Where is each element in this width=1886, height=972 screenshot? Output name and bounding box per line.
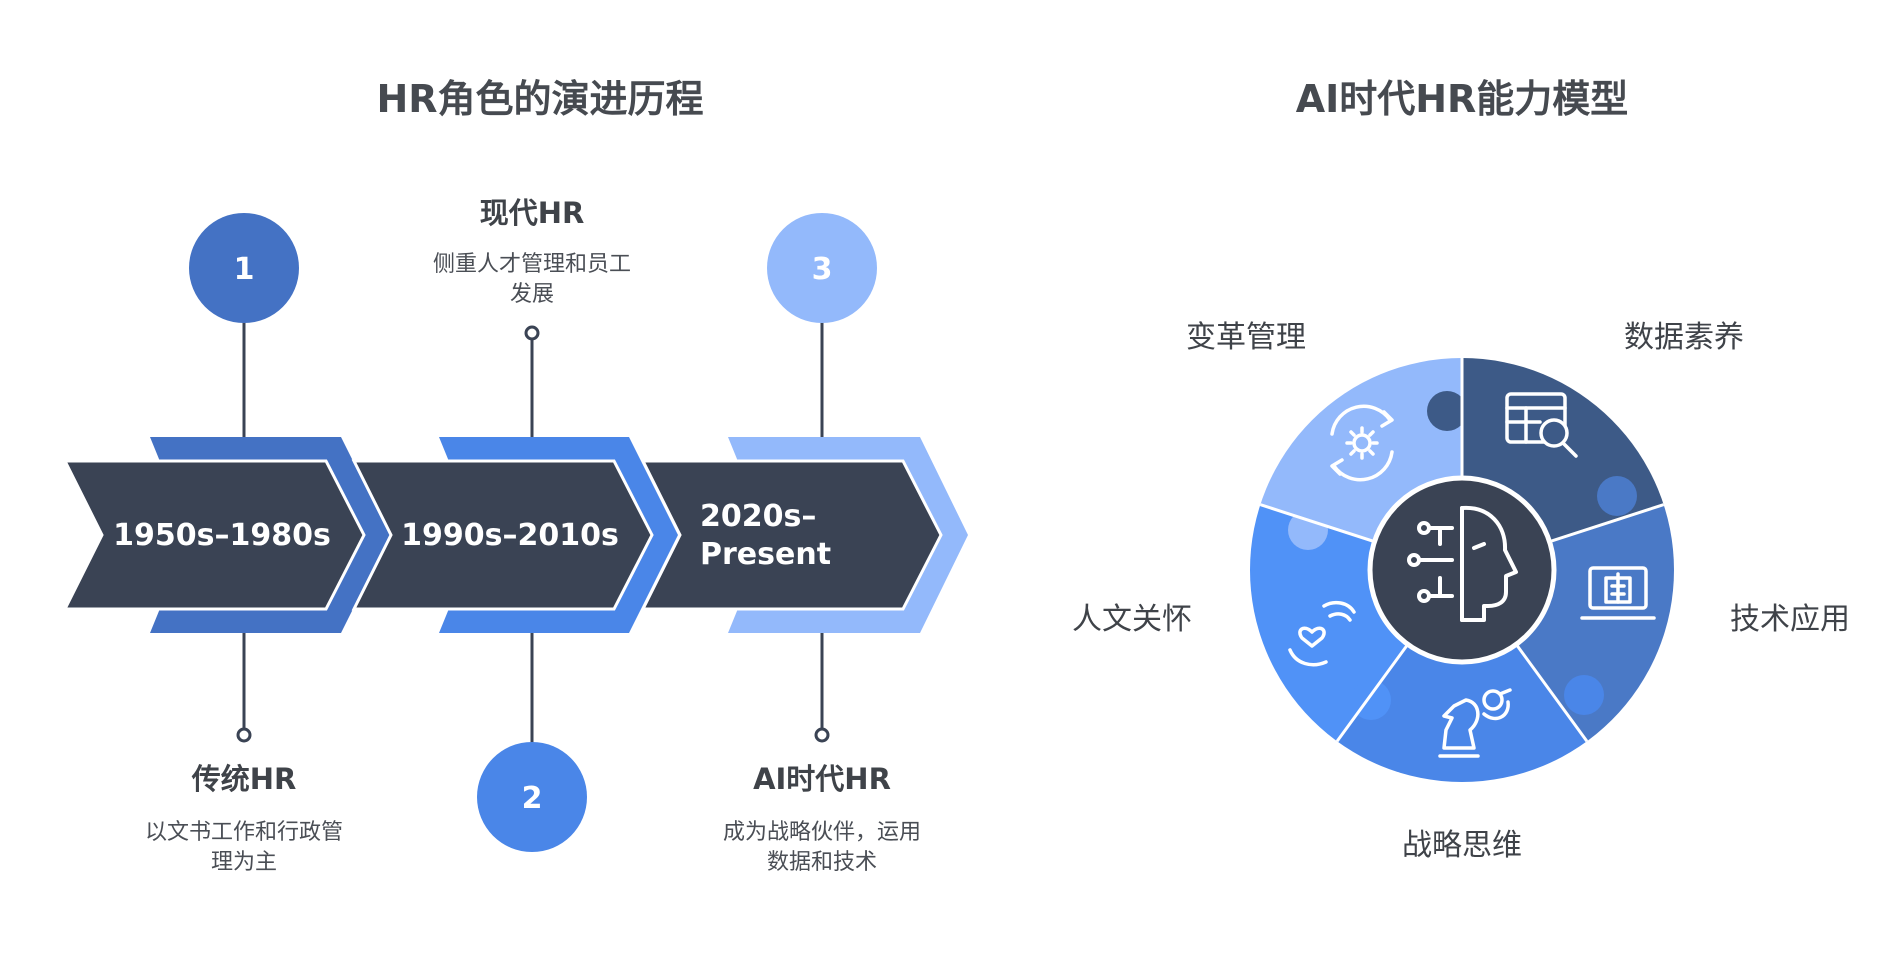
- label-change-management: 变革管理: [1186, 320, 1306, 355]
- puzzle-tab-5: [1288, 510, 1328, 550]
- puzzle-tab-1: [1427, 391, 1467, 431]
- era-1-desc-line2: 理为主: [210, 849, 277, 875]
- era-3-period-line1: 2020s–: [700, 499, 816, 534]
- era-2-title: 现代HR: [479, 196, 585, 230]
- era-3-period-line2: Present: [700, 537, 831, 572]
- data-table-search-icon: [1505, 392, 1578, 458]
- connector-dot-2: [524, 325, 540, 341]
- arrow-era-2: [351, 459, 654, 611]
- number-badge-1-text: 1: [234, 252, 255, 287]
- era-3-desc-line2: 数据和技术: [766, 849, 877, 875]
- era-1-title: 传统HR: [191, 762, 297, 796]
- number-badge-1: [189, 213, 299, 323]
- era-3-desc-line1: 成为战略伙伴，运用: [722, 820, 921, 845]
- label-data-literacy: 数据素养: [1624, 320, 1744, 355]
- era-1-desc: 以文书工作和行政管 理为主: [100, 818, 388, 877]
- puzzle-tab-3: [1564, 675, 1604, 715]
- number-badge-3-text: 3: [812, 252, 833, 287]
- era-3-title: AI时代HR: [753, 762, 891, 796]
- puzzle-tab-2: [1597, 476, 1637, 516]
- connector-dot-1: [236, 727, 252, 743]
- era-2-desc: 侧重人才管理和员工 发展: [388, 250, 676, 309]
- chess-knight-icon: [1438, 688, 1512, 758]
- laptop-document-icon: [1580, 566, 1656, 620]
- number-badge-2-text: 2: [522, 781, 543, 816]
- heart-hands-icon: [1288, 600, 1356, 667]
- ai-head-icon: [1407, 505, 1518, 622]
- arrow-era-3: [640, 459, 943, 611]
- era-2-desc-line1: 侧重人才管理和员工: [432, 252, 631, 277]
- era-2-period: 1990s–2010s: [401, 518, 619, 553]
- label-strategic-thinking: 战略思维: [1402, 828, 1522, 863]
- era-1-period: 1950s–1980s: [113, 518, 331, 553]
- era-1-desc-line1: 以文书工作和行政管: [144, 820, 343, 845]
- number-badge-2: [477, 742, 587, 852]
- timeline-title: HR角色的演进历程: [376, 77, 704, 121]
- era-3-desc: 成为战略伙伴，运用 数据和技术: [678, 818, 966, 877]
- arrow-era-1: [62, 459, 366, 611]
- cycle-gear-icon: [1330, 404, 1394, 482]
- era-2-desc-line2: 发展: [509, 281, 554, 307]
- timeline: 1950s–1980s 1990s–2010s 2020s– Present 1…: [62, 213, 968, 852]
- label-humanistic-care: 人文关怀: [1072, 602, 1192, 637]
- connector-dot-3: [814, 727, 830, 743]
- competency-model-title: AI时代HR能力模型: [1295, 77, 1629, 121]
- label-tech-application: 技术应用: [1730, 602, 1850, 637]
- number-badge-3: [767, 213, 877, 323]
